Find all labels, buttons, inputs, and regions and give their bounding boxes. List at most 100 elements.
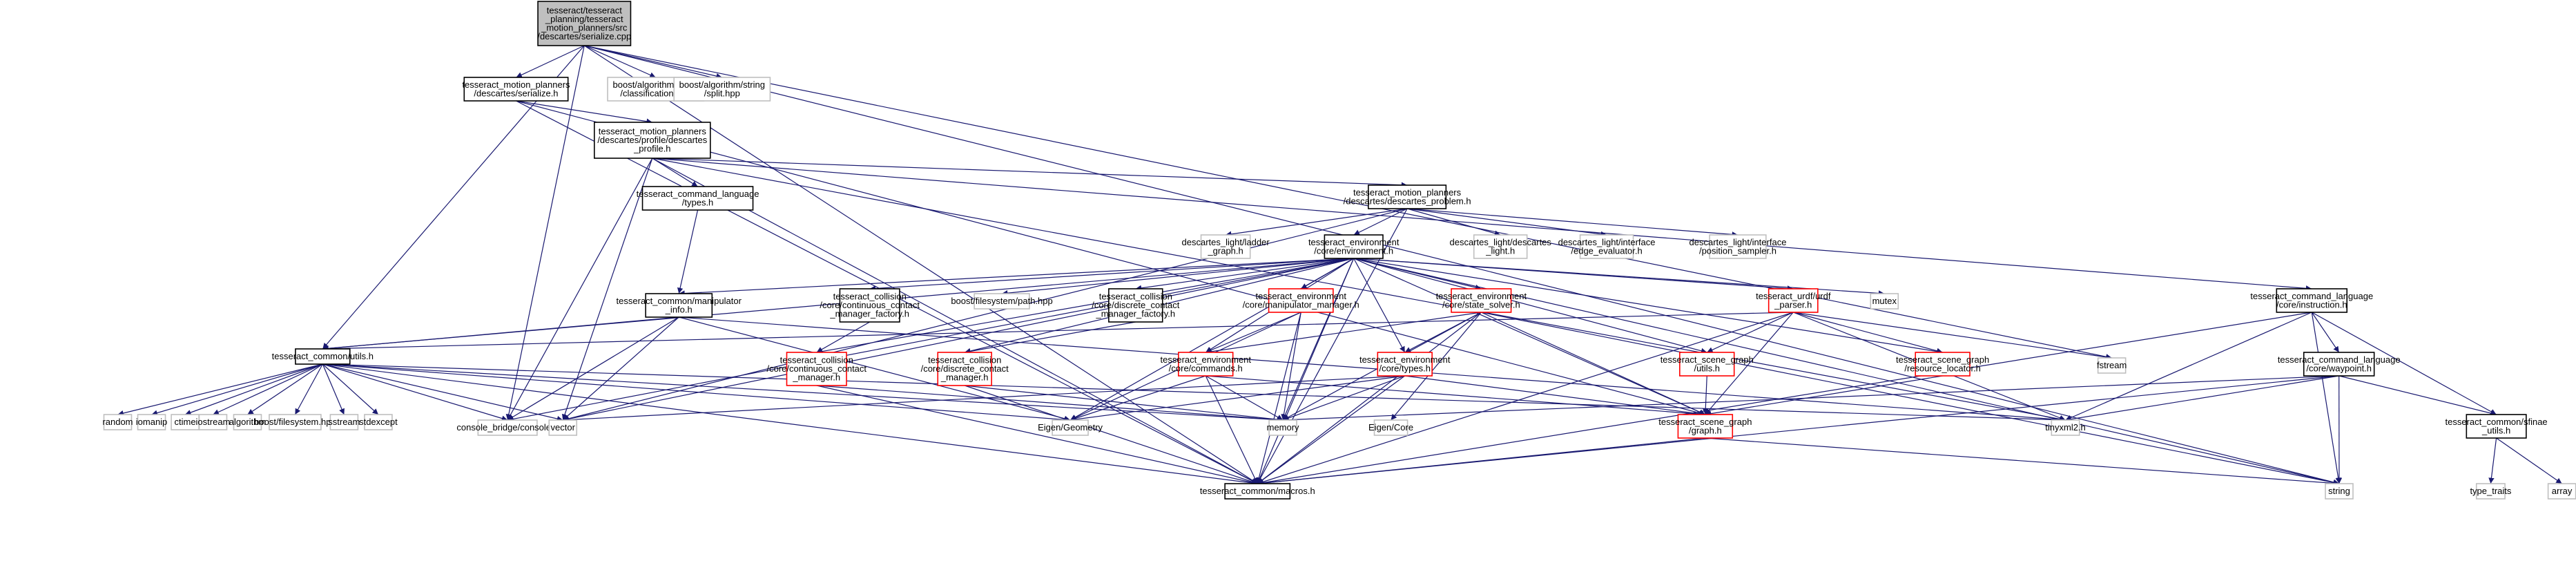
node-mutex[interactable]: mutex (1870, 293, 1899, 310)
node-env_h[interactable]: tesseract_environment/core/environment.h (1308, 234, 1400, 259)
node-env_manip[interactable]: tesseract_environment/core/manipulator_m… (1243, 288, 1359, 313)
node-string[interactable]: string (2325, 483, 2354, 500)
node-dl_edge[interactable]: descartes_light/interface/edge_evaluator… (1558, 234, 1656, 259)
node-box-sstream (329, 414, 359, 430)
edge-utils-to-vector (322, 363, 563, 422)
edge-env_h-to-console (507, 258, 1354, 422)
node-type_traits[interactable]: type_traits (2470, 483, 2512, 500)
node-fs_path[interactable]: boost/filesystem/path.hpp (951, 293, 1053, 310)
node-label-ctime-0: ctime (175, 417, 196, 427)
node-cc_factory[interactable]: tesseract_collision/core/continuous_cont… (820, 288, 920, 323)
node-label-env_state-1: /core/state_solver.h (1442, 299, 1520, 310)
node-stdexcept[interactable]: stdexcept (359, 414, 398, 430)
node-fs_hpp[interactable]: boost/filesystem.hpp (254, 414, 336, 430)
edge-env_h-to-fs_path (1001, 258, 1354, 296)
edge-waypoint-to-tinyxml (2065, 375, 2339, 422)
node-waypoint[interactable]: tesseract_command_language/core/waypoint… (2278, 352, 2401, 377)
node-label-dl_light-0: descartes_light/descartes (1450, 237, 1552, 247)
node-cmd_types[interactable]: tesseract_command_language/types.h (637, 186, 759, 211)
node-label-env_types-1: /core/types.h (1379, 363, 1431, 373)
edge-env_types-to-memory (1282, 375, 1405, 421)
node-label-cc_factory-1: /core/continuous_contact (820, 300, 920, 310)
node-ladder[interactable]: descartes_light/ladder_graph.h (1182, 234, 1270, 259)
edge-env_state-to-eigen_core (1391, 312, 1482, 421)
node-box-env_manip (1268, 288, 1334, 313)
node-memory[interactable]: memory (1267, 419, 1299, 436)
edge-instr-to-macros (1257, 312, 2312, 486)
node-manip_info[interactable]: tesseract_common/manipulator_info.h (617, 293, 742, 318)
edge-prob_h-to-vector (563, 208, 1408, 422)
node-sfinae[interactable]: tesseract_common/sfinae_utils.h (2446, 414, 2548, 439)
node-env_state[interactable]: tesseract_environment/core/state_solver.… (1436, 288, 1527, 313)
edge-env_cmds-to-eigen_geo (1069, 375, 1206, 421)
node-label-vector-0: vector (551, 422, 576, 433)
node-label-ladder-1: _graph.h (1207, 245, 1243, 256)
node-ser_h[interactable]: tesseract_motion_planners/descartes/seri… (462, 77, 570, 102)
node-eigen_core[interactable]: Eigen/Core (1368, 419, 1413, 436)
node-label-root-1: _planning/tesseract (545, 14, 623, 24)
node-utils[interactable]: tesseract_common/utils.h (272, 348, 374, 365)
node-dl_light[interactable]: descartes_light/descartes_light.h (1450, 234, 1552, 259)
node-console[interactable]: console_bridge/console.h (456, 419, 559, 436)
node-sg_graph[interactable]: tesseract_scene_graph/graph.h (1658, 414, 1752, 439)
node-instr[interactable]: tesseract_command_language/core/instruct… (2250, 288, 2373, 313)
node-label-cc_mgr-1: /core/continuous_contact (766, 363, 866, 374)
node-label-fs_hpp-0: boost/filesystem.hpp (254, 417, 336, 427)
node-dc_mgr[interactable]: tesseract_collision/core/discrete_contac… (921, 352, 1009, 386)
node-boost_split[interactable]: boost/algorithm/string/split.hpp (673, 77, 771, 102)
node-label-instr-0: tesseract_command_language (2250, 291, 2373, 301)
edge-manip_info-to-vector (562, 316, 679, 421)
node-env_types[interactable]: tesseract_environment/core/types.h (1359, 352, 1451, 377)
node-label-urdf-1: _parser.h (1774, 299, 1812, 310)
node-box-waypoint (2303, 352, 2375, 377)
node-ctime[interactable]: ctime (171, 414, 200, 430)
node-box-utils (295, 348, 351, 365)
node-label-prob_h-0: tesseract_motion_planners (1353, 187, 1462, 198)
edge-env_manip-to-env_cmds (1205, 312, 1301, 353)
node-iostream[interactable]: iostream (196, 414, 231, 430)
node-label-prof_h-2: _profile.h (633, 144, 670, 154)
node-box-console (477, 419, 538, 436)
node-dc_factory[interactable]: tesseract_collision/core/discrete_contac… (1092, 288, 1180, 323)
node-prof_h[interactable]: tesseract_motion_planners/descartes/prof… (594, 122, 711, 159)
edge-root-to-fstream (584, 45, 2112, 360)
edge-sg_utils-to-sg_graph (1703, 375, 1709, 415)
node-urdf[interactable]: tesseract_urdf/urdf_parser.h (1756, 288, 1831, 313)
node-label-env_types-0: tesseract_environment (1359, 354, 1451, 365)
edge-prob_h-to-env_h (1353, 208, 1408, 236)
node-sstream[interactable]: sstream (328, 414, 360, 430)
edge-dc_mgr-to-macros (965, 385, 1258, 485)
node-label-ser_h-0: tesseract_motion_planners (462, 79, 570, 90)
node-iomanip[interactable]: iomanip (136, 414, 168, 430)
node-root[interactable]: tesseract/tesseract_planning/tesseract_m… (537, 1, 632, 46)
node-fstream[interactable]: fstream (2097, 357, 2127, 374)
node-macros[interactable]: tesseract_common/macros.h (1200, 483, 1315, 500)
node-label-cmd_types-1: /types.h (682, 197, 714, 207)
node-label-env_cmds-1: /core/commands.h (1169, 363, 1243, 373)
node-label-cmd_types-0: tesseract_command_language (637, 189, 759, 199)
node-label-eigen_geo-0: Eigen/Geometry (1038, 422, 1103, 433)
node-box-dl_pos (1709, 234, 1767, 259)
node-dl_pos[interactable]: descartes_light/interface/position_sampl… (1689, 234, 1787, 259)
node-label-fs_path-0: boost/filesystem/path.hpp (951, 296, 1052, 306)
node-env_cmds[interactable]: tesseract_environment/core/commands.h (1161, 352, 1252, 377)
node-box-instr (2276, 288, 2348, 313)
node-box-cc_factory (839, 288, 900, 323)
edge-prof_h-to-vector (561, 158, 653, 421)
node-cc_mgr[interactable]: tesseract_collision/core/continuous_cont… (766, 352, 866, 386)
node-label-manip_info-0: tesseract_common/manipulator (617, 296, 742, 306)
edge-root-to-ser_h (516, 45, 585, 78)
edge-utils-to-algorithm (247, 363, 323, 415)
node-tinyxml[interactable]: tinyxml2.h (2045, 419, 2086, 436)
node-sg_utils[interactable]: tesseract_scene_graph/utils.h (1660, 352, 1754, 377)
node-eigen_geo[interactable]: Eigen/Geometry (1038, 419, 1103, 436)
node-sg_res[interactable]: tesseract_scene_graph/resource_locator.h (1896, 352, 1989, 377)
node-array[interactable]: array (2547, 483, 2576, 500)
edge-utils-to-eigen_geo (322, 363, 1071, 423)
node-algorithm[interactable]: algorithm (229, 414, 266, 430)
node-vector[interactable]: vector (548, 419, 578, 436)
node-random[interactable]: random (102, 414, 133, 430)
node-prob_h[interactable]: tesseract_motion_planners/descartes/desc… (1344, 184, 1471, 209)
node-label-stdexcept-0: stdexcept (359, 417, 398, 427)
node-label-waypoint-0: tesseract_command_language (2278, 354, 2401, 365)
